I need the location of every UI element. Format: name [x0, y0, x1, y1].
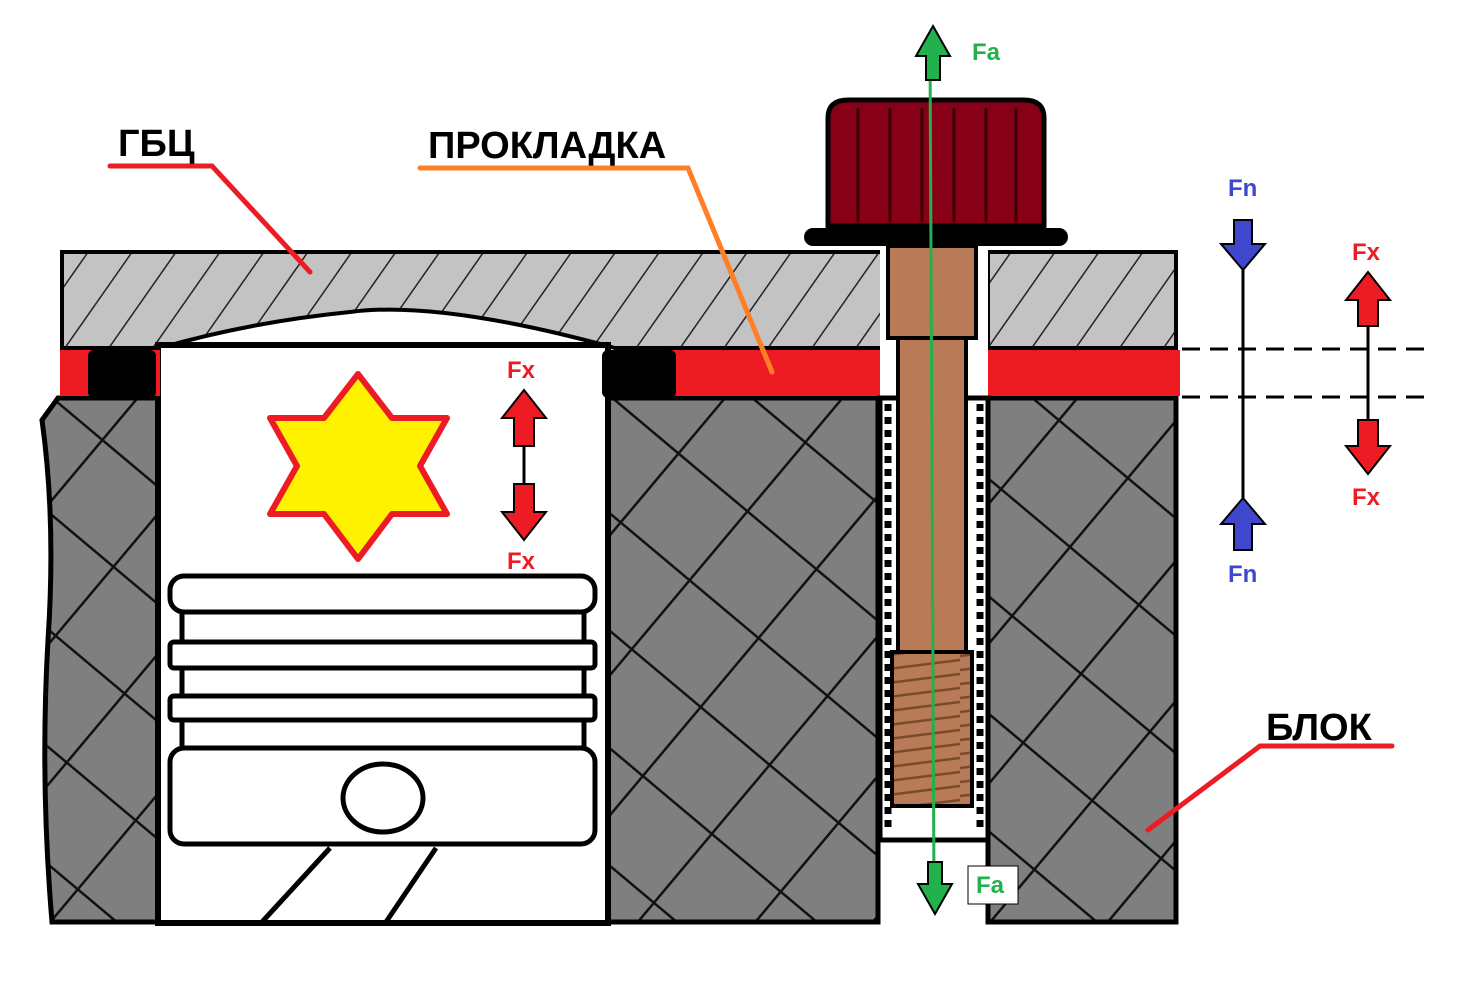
force-arrow-down-icon — [499, 483, 549, 542]
gasket-gap-lines — [1182, 347, 1425, 399]
gasket-leader-line — [417, 165, 775, 375]
force-arrow-down-icon — [916, 861, 954, 917]
lift-forces-right — [1343, 270, 1393, 476]
piston — [167, 573, 598, 924]
fx-label-right-bottom: Fx — [1352, 484, 1381, 511]
head-gasket — [60, 350, 1180, 398]
head-label: ГБЦ — [118, 123, 195, 165]
head-bolt — [804, 97, 1068, 808]
fx-label-right-top: Fx — [1352, 239, 1381, 266]
force-arrow-up-icon — [499, 388, 549, 447]
bolt-head — [825, 97, 1047, 229]
bolt-washer — [804, 228, 1068, 246]
force-arrow-down-icon — [1343, 419, 1393, 476]
fx-label-chamber-bottom: Fx — [507, 548, 536, 575]
fx-label-chamber-top: Fx — [507, 357, 536, 384]
fn-label-bottom: Fn — [1228, 561, 1257, 588]
fn-label-top: Fn — [1228, 175, 1257, 202]
force-arrow-up-icon — [1218, 496, 1268, 551]
piston-pin — [340, 761, 426, 835]
fa-label-top: Fa — [972, 39, 1001, 66]
force-arrow-up-icon — [1343, 270, 1393, 327]
force-arrow-up-icon — [914, 23, 952, 81]
head-leader-line — [107, 163, 313, 275]
fire-ring-seal-left — [88, 350, 156, 398]
force-arrow-down-icon — [1218, 219, 1268, 272]
axial-force — [914, 23, 1019, 917]
lift-forces-chamber — [499, 388, 549, 542]
explosion-star-icon — [267, 371, 450, 562]
fa-label-bottom: Fa — [976, 872, 1005, 899]
clamp-forces — [1218, 219, 1268, 551]
block-leader-line — [1145, 743, 1395, 833]
block-label: БЛОК — [1266, 707, 1373, 749]
gasket-label: ПРОКЛАДКА — [428, 125, 666, 167]
cylinder-head — [60, 250, 1178, 350]
fire-ring-seal-right — [602, 350, 676, 398]
